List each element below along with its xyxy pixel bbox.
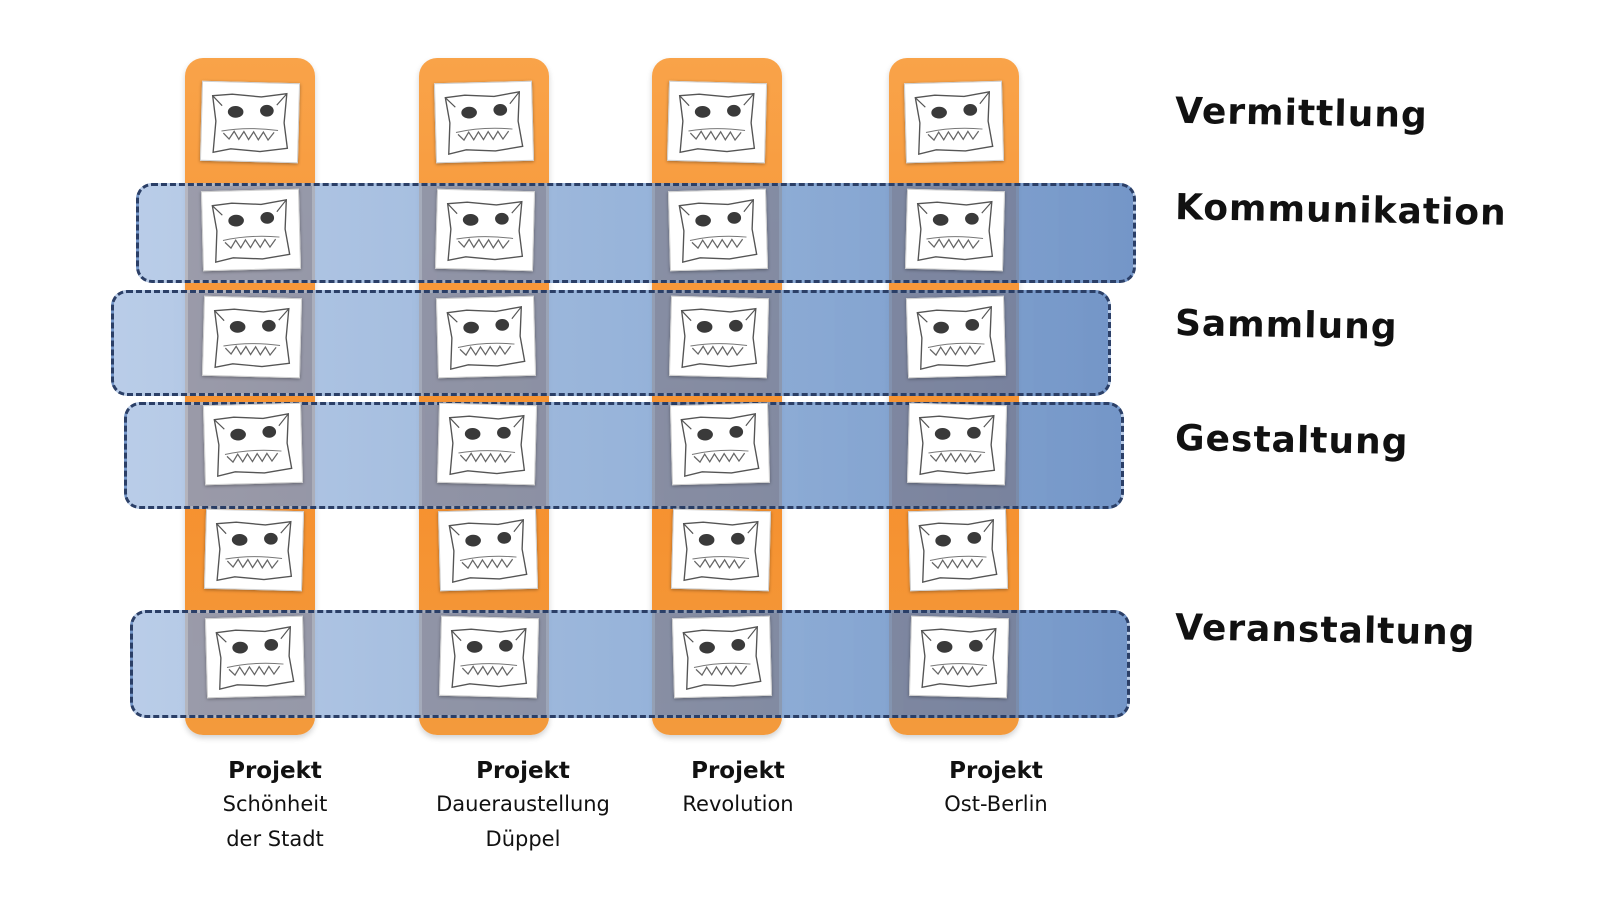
sketch-face-icon: [438, 615, 540, 699]
sketch-face-icon: [907, 508, 1009, 592]
project-name-line: Daueraustellung: [436, 792, 610, 816]
area-label-veranstaltung: Veranstaltung: [1174, 607, 1476, 654]
project-label-ost-berlin: Projekt Ost-Berlin: [886, 755, 1106, 822]
project-label-revolution: Projekt Revolution: [628, 755, 848, 822]
sketch-face-icon: [905, 295, 1007, 379]
sketch-face-icon: [200, 188, 302, 272]
area-label-gestaltung: Gestaltung: [1174, 417, 1409, 464]
project-name-line: Ost-Berlin: [944, 792, 1048, 816]
sketch-face-icon: [903, 80, 1005, 164]
sketch-face-icon: [435, 295, 537, 379]
sketch-face-icon: [201, 295, 303, 379]
sketch-face-icon: [436, 402, 538, 486]
sketch-face-icon: [668, 295, 770, 379]
sketch-face-icon: [437, 508, 539, 592]
project-keyword: Projekt: [949, 758, 1043, 784]
sketch-face-icon: [669, 402, 771, 486]
project-label-schoenheit: Projekt Schönheit der Stadt: [165, 755, 385, 857]
sketch-face-icon: [908, 615, 1010, 699]
project-label-dauerausstellung: Projekt Daueraustellung Düppel: [413, 755, 633, 857]
project-name-line: Schönheit: [222, 792, 328, 816]
project-name-line: Düppel: [485, 827, 561, 851]
area-label-kommunikation: Kommunikation: [1174, 187, 1508, 234]
sketch-face-icon: [666, 80, 768, 164]
project-keyword: Projekt: [691, 758, 785, 784]
project-keyword: Projekt: [476, 758, 570, 784]
sketch-face-icon: [203, 508, 305, 592]
sketch-face-icon: [204, 615, 306, 699]
sketch-face-icon: [434, 188, 536, 272]
project-name-line: Revolution: [682, 792, 794, 816]
project-name-line: der Stadt: [226, 827, 324, 851]
sketch-face-icon: [670, 508, 772, 592]
sketch-face-icon: [202, 402, 304, 486]
area-label-vermittlung: Vermittlung: [1174, 90, 1429, 137]
sketch-face-icon: [199, 80, 301, 164]
area-label-sammlung: Sammlung: [1174, 303, 1398, 348]
sketch-face-icon: [906, 402, 1008, 486]
sketch-face-icon: [671, 615, 773, 699]
sketch-face-icon: [904, 188, 1006, 272]
project-keyword: Projekt: [228, 758, 322, 784]
sketch-face-icon: [433, 80, 535, 164]
sketch-face-icon: [667, 188, 769, 272]
